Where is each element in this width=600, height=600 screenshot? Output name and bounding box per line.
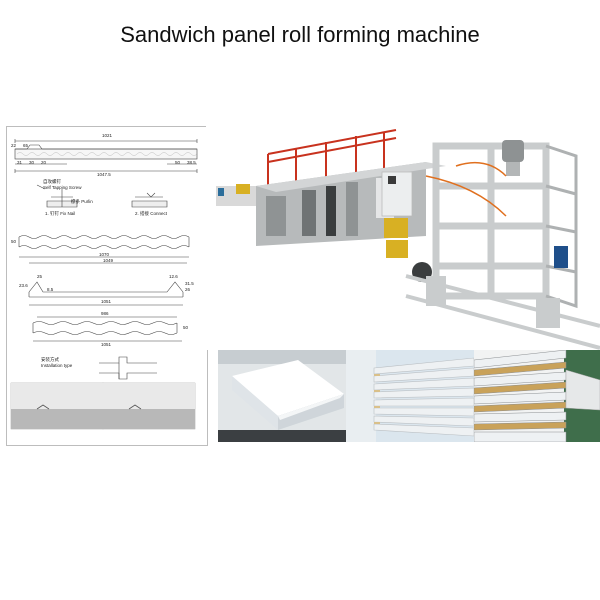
technical-drawing: 1021 22 65 31 30 20 50 38.5 1047.5 自攻螺钉 …: [6, 126, 208, 446]
dim-wall-2: 1051: [101, 342, 112, 347]
dim-left-c: 50: [11, 239, 17, 244]
dim-roof-right: 12.6: [169, 274, 178, 279]
dim-right-2: 38.5: [187, 160, 196, 165]
dim-small-2: 30: [29, 160, 35, 165]
rockwool-panel-illustration: [474, 350, 600, 442]
dim-roof-b: 31.5: [185, 281, 194, 286]
dim-wave-2: 1049: [103, 258, 114, 263]
connect-label: 2. 搭接 Connect: [135, 211, 168, 216]
page-title: Sandwich panel roll forming machine: [120, 22, 480, 47]
dim-overall-top: 1021: [102, 133, 113, 138]
dim-small-1: 31: [17, 160, 23, 165]
dim-roof-a: 8.5: [47, 287, 54, 292]
dim-roof-width: 1051: [101, 299, 112, 304]
purlin-label: 檩条 Purlin: [71, 199, 93, 204]
dim-wall-1: 986: [101, 311, 109, 316]
eps-panel-illustration: [218, 350, 346, 442]
dim-roof-left: 25: [37, 274, 43, 279]
self-tapping-label-cn: 自攻螺钉: [43, 179, 61, 184]
dim-right-1: 50: [175, 160, 181, 165]
dim-small-3: 20: [41, 160, 47, 165]
roll-forming-machine-illustration: [206, 129, 600, 350]
dim-roof-right2: 26: [185, 287, 191, 292]
self-tapping-label-en: Self Tapping Screw: [43, 185, 82, 190]
eps-panel-photo: [218, 350, 346, 442]
panel-stack-photo: [346, 350, 474, 442]
dim-wall-thk: 50: [183, 325, 189, 330]
dim-left-b: 65: [23, 143, 29, 148]
dim-wave-1: 1070: [99, 252, 110, 257]
install-label-cn: 安装方式: [41, 357, 59, 362]
fix-nail-label: 1. 钉钉 Fix Nail: [45, 211, 76, 216]
machine-photo: [206, 126, 600, 350]
install-label-en: Installation type: [41, 363, 73, 368]
dim-overall-bottom: 1047.5: [97, 172, 111, 177]
dim-left-a: 22: [11, 143, 17, 148]
rockwool-panel-photo: [474, 350, 600, 442]
panel-stack-illustration: [346, 350, 474, 442]
dim-roof-left2: 23.6: [19, 283, 28, 288]
drawing-lines: [10, 139, 198, 430]
